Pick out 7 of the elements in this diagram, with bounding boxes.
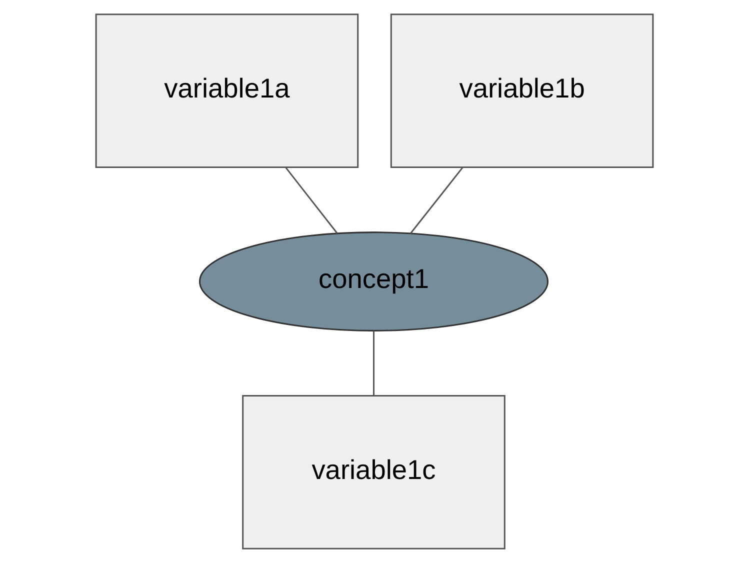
node-box: variable1b — [390, 14, 654, 168]
node-ellipse: concept1 — [198, 232, 548, 332]
connector — [410, 167, 463, 234]
connector — [372, 330, 374, 396]
node-box: variable1a — [94, 14, 358, 168]
node-box: variable1c — [242, 395, 505, 550]
connector — [284, 167, 338, 234]
